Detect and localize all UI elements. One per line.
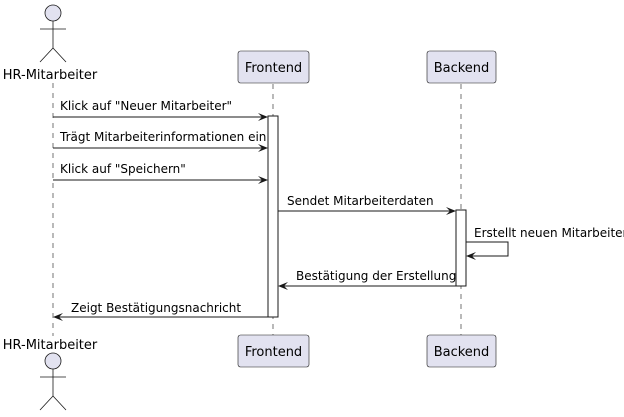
message-4: Sendet Mitarbeiterdaten: [278, 194, 456, 215]
message-6: Bestätigung der Erstellung: [278, 269, 456, 290]
message-1-label: Klick auf "Neuer Mitarbeiter": [60, 99, 232, 113]
arrowhead-right-icon: [258, 176, 268, 184]
person-icon: [39, 4, 67, 63]
actor-bottom-label: HR-Mitarbeiter: [3, 338, 98, 353]
participant-backend-bottom: Backend: [426, 334, 497, 368]
message-3: Klick auf "Speichern": [53, 162, 268, 184]
arrowhead-left-icon: [278, 282, 288, 290]
person-icon: [39, 352, 67, 411]
message-5-label: Erstellt neuen Mitarbeiter: [474, 226, 624, 240]
activation-frontend: [267, 115, 279, 318]
actor-bottom: HR-Mitarbeiter: [3, 338, 98, 411]
message-4-label: Sendet Mitarbeiterdaten: [287, 194, 434, 208]
arrowhead-right-icon: [446, 207, 456, 215]
message-1: Klick auf "Neuer Mitarbeiter": [53, 99, 268, 121]
message-5: Erstellt neuen Mitarbeiter: [466, 226, 624, 260]
actor-top-label: HR-Mitarbeiter: [3, 68, 98, 83]
participant-frontend-bottom-label: Frontend: [245, 345, 302, 360]
arrowhead-right-icon: [258, 144, 268, 152]
message-2-label: Trägt Mitarbeiterinformationen ein: [59, 130, 266, 144]
arrowhead-right-icon: [258, 113, 268, 121]
arrowhead-left-icon: [466, 252, 476, 260]
message-7-label: Zeigt Bestätigungsnachricht: [71, 301, 241, 315]
participant-backend-bottom-label: Backend: [434, 345, 490, 360]
actor-top: HR-Mitarbeiter: [3, 4, 98, 83]
participant-backend-top-label: Backend: [434, 61, 490, 76]
activation-backend: [455, 209, 467, 287]
message-6-label: Bestätigung der Erstellung: [296, 269, 456, 283]
participant-frontend-bottom: Frontend: [237, 334, 310, 368]
participant-backend-top: Backend: [426, 50, 497, 84]
arrowhead-left-icon: [53, 313, 63, 321]
message-3-label: Klick auf "Speichern": [60, 162, 186, 176]
message-2: Trägt Mitarbeiterinformationen ein: [53, 130, 268, 152]
participant-frontend-top: Frontend: [237, 50, 310, 84]
participant-frontend-top-label: Frontend: [245, 61, 302, 76]
message-7: Zeigt Bestätigungsnachricht: [53, 301, 268, 321]
